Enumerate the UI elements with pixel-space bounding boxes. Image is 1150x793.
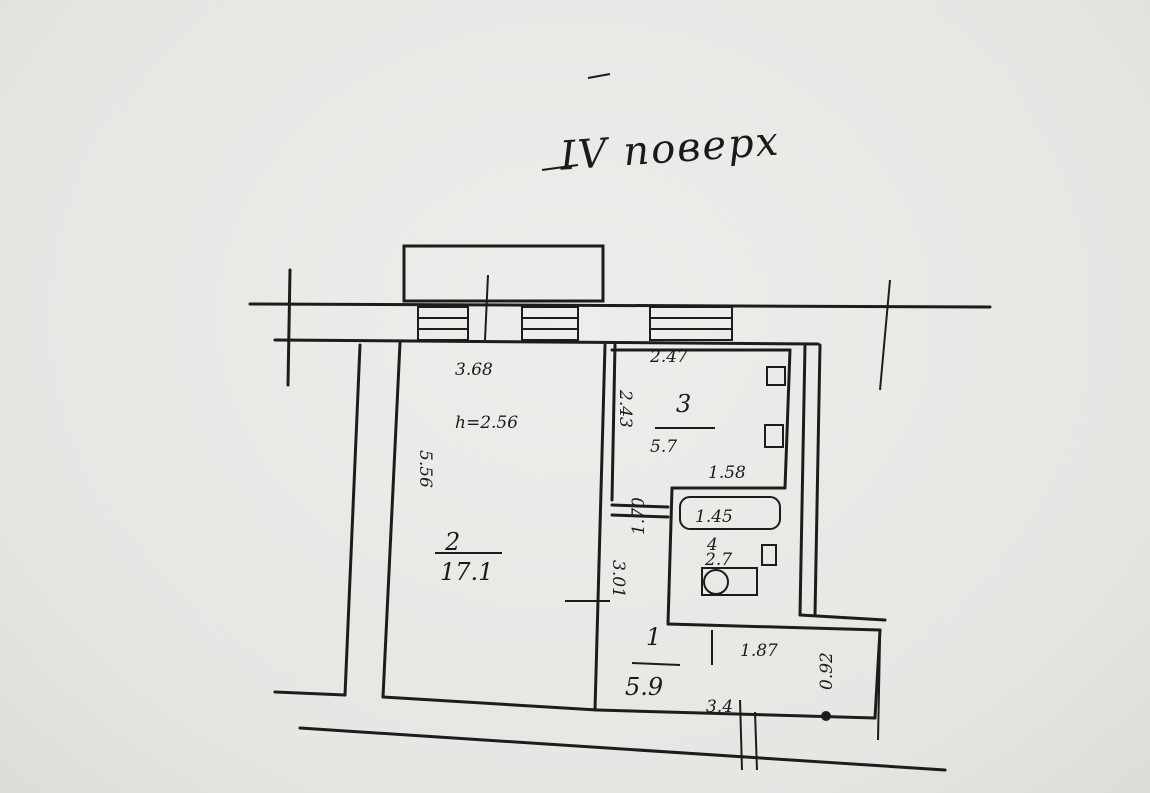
ceiling-height: h=2.56 xyxy=(455,413,518,433)
room-3-width: 2.47 xyxy=(649,347,688,367)
room-4-length: 1.70 xyxy=(629,497,649,535)
room-2-width: 3.68 xyxy=(455,360,493,380)
floor-title: IV поверх xyxy=(541,73,782,180)
room-1-length: 3.01 xyxy=(608,560,628,598)
room-2-number: 2 xyxy=(444,528,460,556)
dimension-labels: 3.68 h=2.56 5.56 2 17.1 2.47 2.43 3 5.7 … xyxy=(415,347,837,717)
room-4-width: 1.45 xyxy=(695,507,733,527)
room-1-area: 5.9 xyxy=(625,673,663,701)
room-1-width-lower: 3.4 xyxy=(706,697,733,717)
room-3-length: 2.43 xyxy=(615,389,635,428)
room-2-length: 5.56 xyxy=(415,450,435,488)
room-1-number: 1 xyxy=(646,623,661,651)
room-3-area: 5.7 xyxy=(650,437,677,457)
walls xyxy=(248,244,992,772)
fixtures xyxy=(565,366,831,771)
floor-title-text: IV поверх xyxy=(558,118,782,179)
room-1-width-upper: 1.87 xyxy=(740,641,778,661)
room-3-number: 3 xyxy=(676,390,691,418)
room-2-area: 17.1 xyxy=(440,558,493,586)
windows xyxy=(417,306,733,341)
room-4-number: 4 xyxy=(706,535,718,555)
room-3-inner-dim: 1.58 xyxy=(708,463,746,483)
room-4-area: 2.7 xyxy=(704,550,732,570)
room-1-niche: 0.92 xyxy=(817,652,837,690)
